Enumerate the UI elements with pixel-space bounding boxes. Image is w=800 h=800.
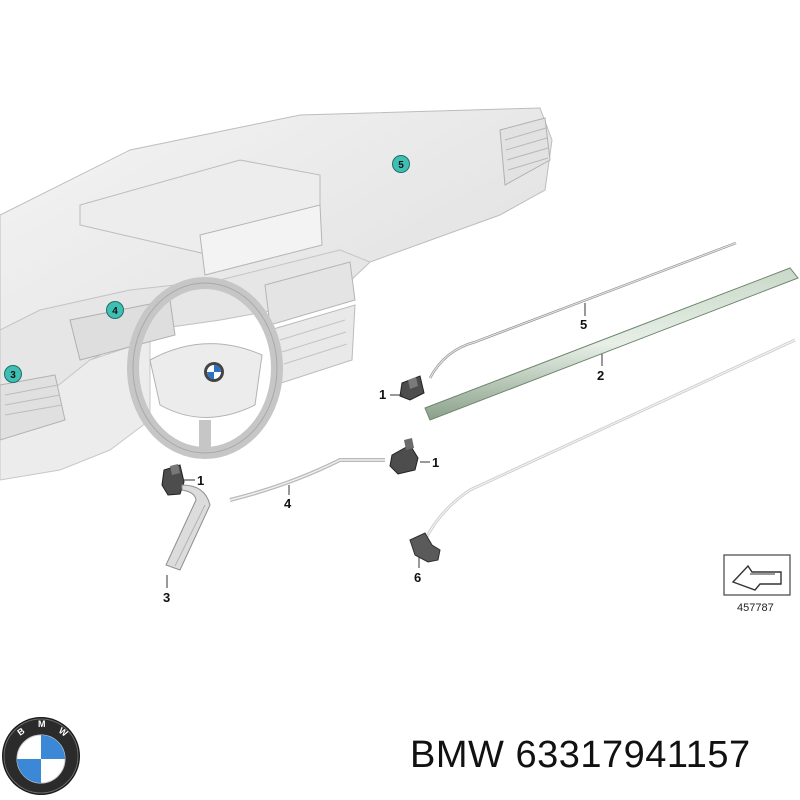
part-5-thin-strip <box>428 241 737 379</box>
part-1-sensor-right <box>389 438 419 475</box>
part-6-cable <box>409 338 796 563</box>
reference-number: 457787 <box>737 602 774 614</box>
circled-marker-5: 5 <box>392 155 410 173</box>
part-3-strip <box>165 484 211 571</box>
svg-text:4: 4 <box>112 306 118 317</box>
dashboard-illustration <box>0 107 553 481</box>
steering-wheel-illustration <box>127 277 283 459</box>
bmw-logo: B M W <box>2 717 80 795</box>
part-1-sensor-top <box>399 375 425 401</box>
callout-1-left-label: 1 <box>197 473 204 488</box>
part-1-sensor-left <box>161 464 185 496</box>
callout-3-label: 3 <box>163 590 170 605</box>
part-caption: BMW 63317941157 <box>410 734 751 777</box>
callout-4-label: 4 <box>284 496 292 511</box>
callout-1-right-label: 1 <box>432 455 439 470</box>
part-2-long-strip <box>424 267 799 421</box>
circled-marker-4: 4 <box>106 301 124 319</box>
callout-6-label: 6 <box>414 570 421 585</box>
svg-text:3: 3 <box>10 370 16 381</box>
svg-text:M: M <box>38 719 46 729</box>
caption-part-number: 63317941157 <box>515 734 751 776</box>
callout-1-top-label: 1 <box>379 387 386 402</box>
callout-5-label: 5 <box>580 317 587 332</box>
svg-text:5: 5 <box>398 160 404 171</box>
leader-lines <box>166 303 603 588</box>
reference-box <box>723 554 791 596</box>
part-4-strip <box>229 458 385 502</box>
caption-brand: BMW <box>410 734 505 776</box>
svg-text:B: B <box>15 725 26 737</box>
callout-2-label: 2 <box>597 368 604 383</box>
circled-marker-3: 3 <box>4 365 22 383</box>
